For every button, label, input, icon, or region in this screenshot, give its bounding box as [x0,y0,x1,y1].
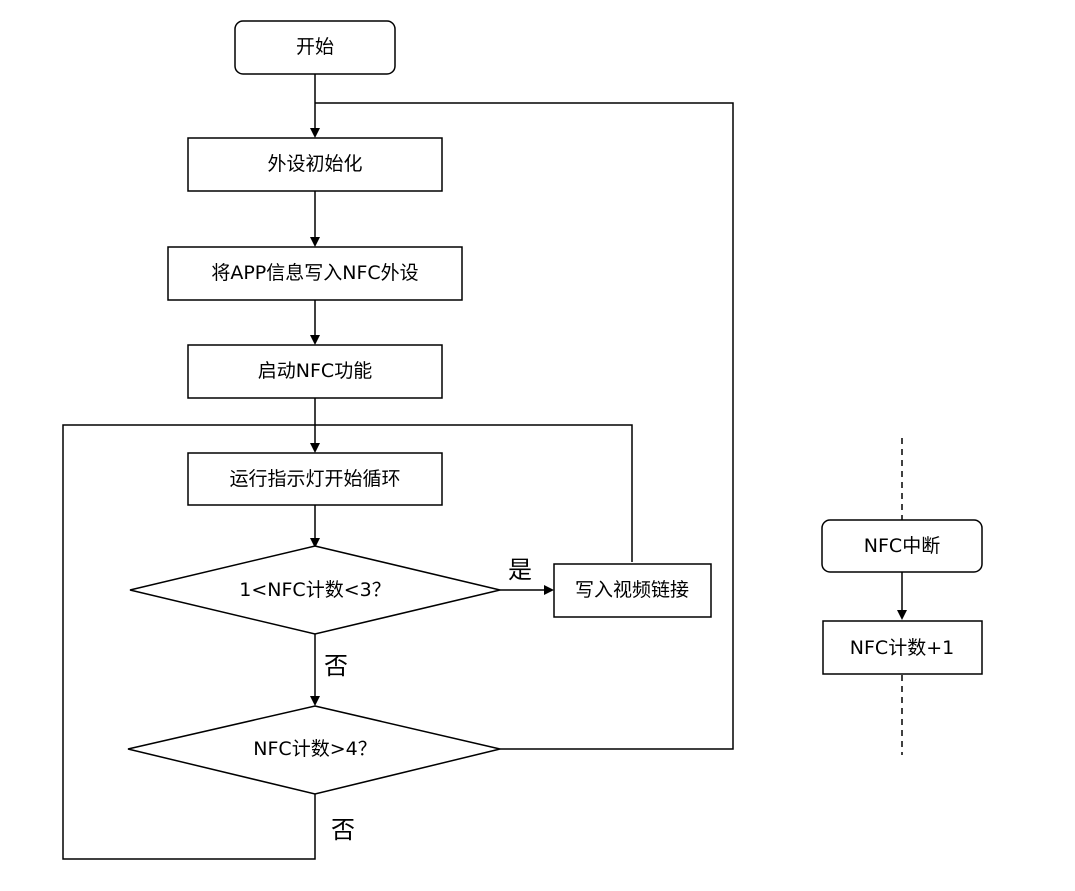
node-write-video-link [553,563,712,618]
label-write-app-info: 将APP信息写入NFC外设 [211,262,418,284]
node-decision-count-gt4 [127,705,501,795]
node-run-indicator-loop [187,452,443,506]
node-decision-count-range [129,545,501,635]
label-nfc-count-inc: NFC计数+1 [850,637,954,659]
label-nfc-interrupt: NFC中断 [864,535,940,557]
label-run-indicator-loop: 运行指示灯开始循环 [229,468,400,490]
label-decision-count-gt4: NFC计数>4？ [253,738,376,760]
node-enable-nfc [187,344,443,399]
label-decision-count-range: 1<NFC计数<3？ [239,579,390,601]
node-nfc-interrupt [821,519,983,573]
label-enable-nfc: 启动NFC功能 [258,360,372,382]
label-start: 开始 [296,36,334,58]
line-decision2-yes-back-to-init [315,102,734,750]
node-init-peripherals [187,137,443,192]
branch-label-no-2: 否 [331,816,355,844]
line-write-video-back-to-loop [315,424,633,562]
label-init-peripherals: 外设初始化 [267,153,362,175]
branch-label-no-1: 否 [324,652,348,680]
node-nfc-count-inc [822,620,983,675]
node-start [234,20,396,75]
line-decision2-no-back-to-loop [62,424,316,860]
label-write-video-link: 写入视频链接 [575,579,689,601]
node-write-app-info [167,246,463,301]
branch-label-yes: 是 [508,556,532,584]
